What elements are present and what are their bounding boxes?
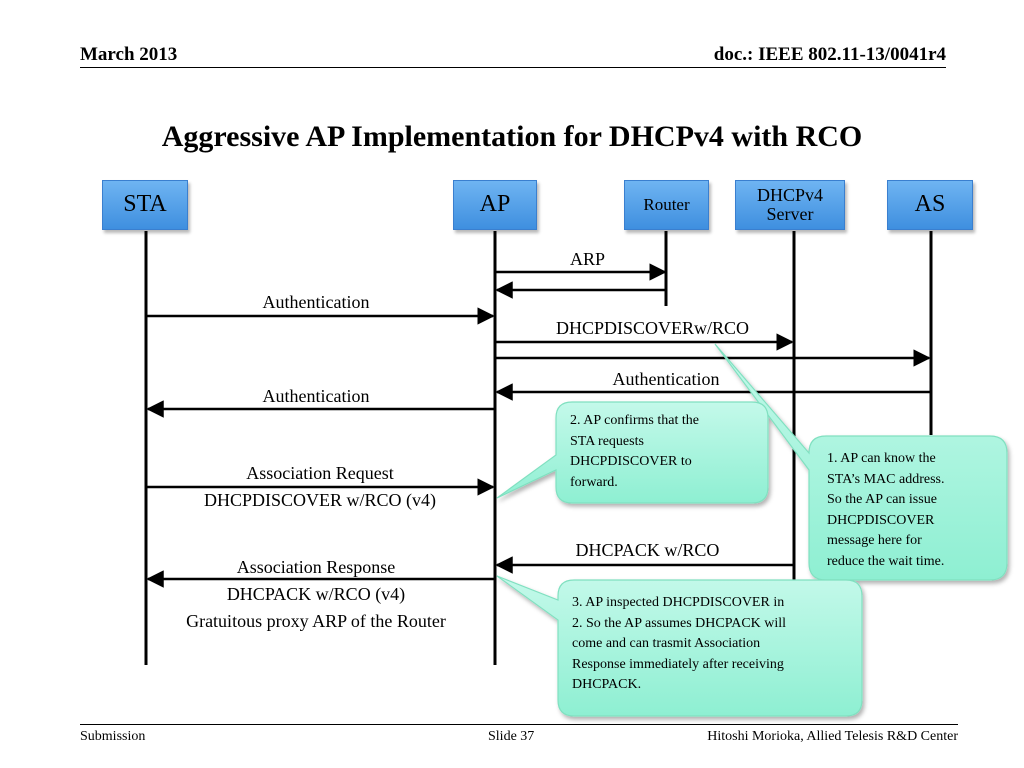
callout-3-line: 2. So the AP assumes DHCPACK will bbox=[572, 615, 787, 631]
node-sta: STA bbox=[102, 180, 188, 230]
header-divider bbox=[80, 67, 946, 68]
label-authentication-1: Authentication bbox=[262, 292, 370, 312]
callout-3-shape bbox=[496, 575, 863, 717]
callout-3-line: Response immediately after receiving bbox=[572, 656, 784, 672]
callout-2-shape bbox=[496, 401, 769, 504]
callout-2-line: DHCPDISCOVER to bbox=[570, 454, 692, 469]
callout-1-line: reduce the wait time. bbox=[827, 553, 945, 569]
label-authentication-3: Authentication bbox=[262, 386, 370, 406]
node-router: Router bbox=[624, 180, 709, 230]
callout-1-line: So the AP can issue bbox=[827, 492, 937, 507]
node-dhcp-label-line1: DHCPv4 bbox=[756, 185, 823, 206]
label-association-request-payload: DHCPDISCOVER w/RCO (v4) bbox=[203, 490, 437, 510]
footer-divider bbox=[80, 724, 958, 725]
node-as-label: AS bbox=[914, 191, 946, 218]
footer-author: Hitoshi Morioka, Allied Telesis R&D Cent… bbox=[707, 729, 958, 744]
slide-title: Aggressive AP Implementation for DHCPv4 … bbox=[161, 120, 863, 153]
label-association-response: Association Response bbox=[236, 557, 396, 577]
callout-3-line: DHCPACK. bbox=[572, 677, 642, 692]
callout-2-line: STA requests bbox=[570, 433, 644, 449]
callout-1-text: 1. AP can know the STA’s MAC address. So… bbox=[827, 449, 945, 572]
callout-2-text: 2. AP confirms that the STA requests DHC… bbox=[570, 411, 699, 493]
label-association-response-payload: DHCPACK w/RCO (v4) bbox=[226, 584, 406, 604]
callout-2-line: 2. AP confirms that the bbox=[570, 413, 699, 428]
node-router-label: Router bbox=[643, 195, 690, 215]
label-dhcpack: DHCPACK w/RCO bbox=[575, 540, 720, 560]
label-authentication-2: Authentication bbox=[612, 369, 720, 389]
callout-3-line: come and can trasmit Association bbox=[572, 636, 761, 651]
header-doc-id: doc.: IEEE 802.11-13/0041r4 bbox=[713, 44, 946, 65]
label-arp: ARP bbox=[569, 249, 605, 269]
callout-3-text: 3. AP inspected DHCPDISCOVER in 2. So th… bbox=[572, 593, 786, 696]
callout-1-line: 1. AP can know the bbox=[827, 451, 936, 466]
callout-1-line: message here for bbox=[827, 533, 922, 548]
label-association-request: Association Request bbox=[246, 463, 394, 483]
callout-3-line: 3. AP inspected DHCPDISCOVER in bbox=[572, 595, 785, 610]
footer-submission: Submission bbox=[80, 729, 146, 744]
callout-1-line: DHCPDISCOVER bbox=[827, 512, 935, 528]
label-dhcpdiscover: DHCPDISCOVERw/RCO bbox=[555, 318, 750, 338]
node-ap-label: AP bbox=[479, 191, 511, 218]
label-gratuitous-arp: Gratuitous proxy ARP of the Router bbox=[186, 611, 446, 631]
callout-2-line: forward. bbox=[570, 474, 618, 490]
node-as: AS bbox=[887, 180, 973, 230]
node-dhcp-label-line2: Server bbox=[766, 204, 814, 224]
callout-1-line: STA’s MAC address. bbox=[827, 471, 945, 487]
header-date: March 2013 bbox=[80, 44, 178, 65]
node-ap: AP bbox=[453, 180, 537, 230]
node-dhcp-server: DHCPv4 Server bbox=[735, 180, 845, 230]
footer-slide-number: Slide 37 bbox=[488, 729, 535, 744]
node-sta-label: STA bbox=[123, 191, 167, 218]
